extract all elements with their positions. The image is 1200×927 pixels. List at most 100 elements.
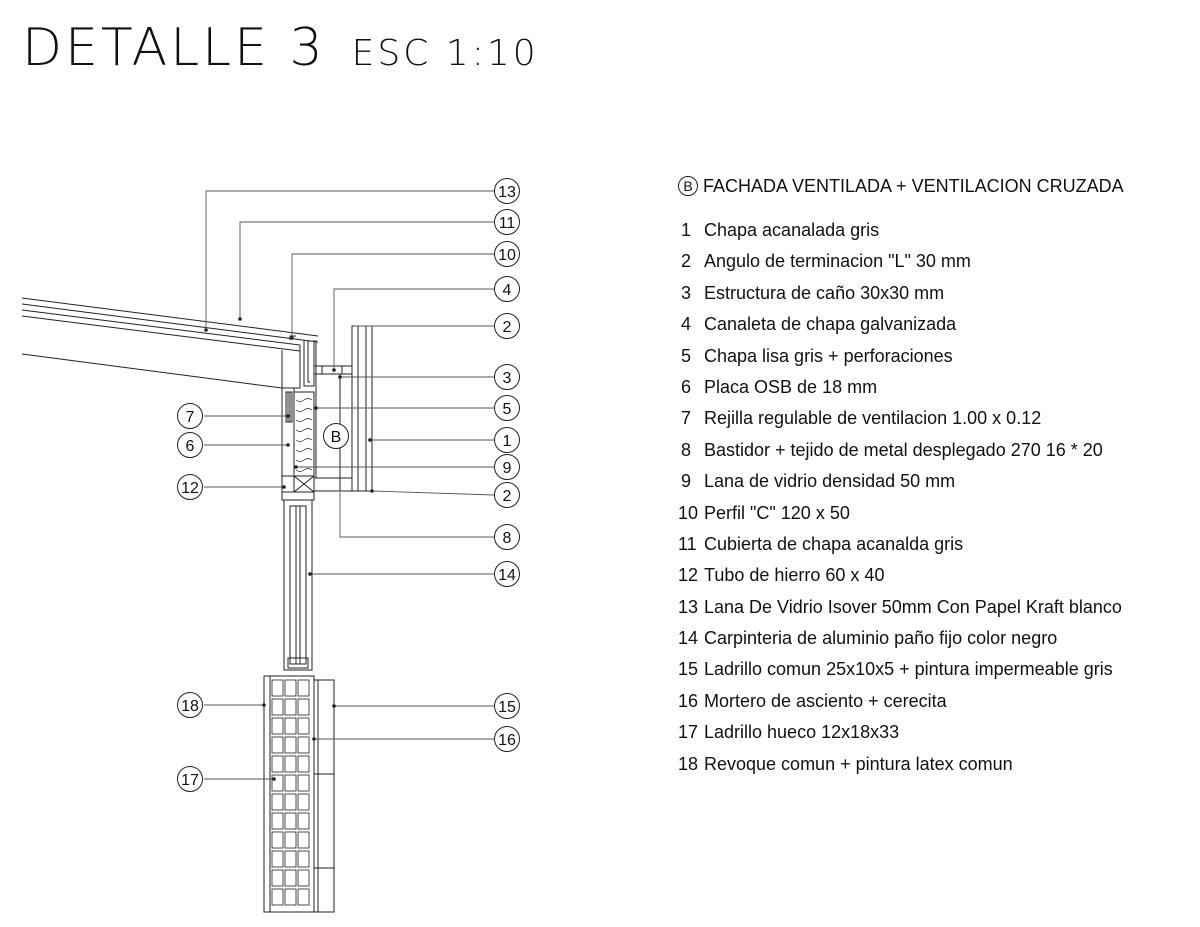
brick-cell	[284, 793, 297, 811]
brick-cell	[271, 888, 284, 906]
brick-cell	[271, 698, 284, 716]
facade-cladding	[314, 325, 373, 492]
legend-item-text: Rejilla regulable de ventilacion 1.00 x …	[704, 408, 1042, 429]
brick-cell	[297, 679, 310, 697]
callout-13: 13	[494, 178, 520, 204]
svg-text:18: 18	[181, 698, 199, 715]
brick-cell	[271, 755, 284, 773]
brick-cell	[297, 831, 310, 849]
legend-item-number: 1	[681, 220, 692, 240]
brick-cell	[297, 736, 310, 754]
legend-item: 4 Canaleta de chapa galvanizada	[678, 312, 1193, 343]
callout-14: 14	[494, 561, 520, 587]
svg-text:12: 12	[181, 480, 199, 497]
svg-text:7: 7	[186, 409, 195, 426]
svg-text:16: 16	[498, 732, 516, 749]
svg-text:10: 10	[498, 247, 516, 264]
callout-7: 7	[177, 403, 203, 429]
svg-text:1: 1	[503, 433, 512, 450]
svg-text:2: 2	[503, 319, 512, 336]
svg-text:5: 5	[503, 401, 512, 418]
svg-text:14: 14	[498, 567, 516, 584]
brick-cell	[297, 850, 310, 868]
legend-item-text: Revoque comun + pintura latex comun	[704, 753, 1013, 774]
leader-dots	[204, 317, 374, 781]
legend-item: 1 Chapa acanalada gris	[678, 218, 1193, 249]
leader-lines	[204, 190, 495, 780]
legend-item-text: Bastidor + tejido de metal desplegado 27…	[704, 439, 1103, 460]
legend-item-text: Perfil "C" 120 x 50	[704, 502, 850, 523]
legend-item-number: 17	[678, 722, 699, 743]
legend-item-number: 14	[678, 628, 699, 649]
callout-5: 5	[494, 395, 520, 421]
brick-cell	[297, 888, 310, 906]
hollow-brick-cells	[271, 679, 310, 906]
legend-heading-text: FACHADA VENTILADA + VENTILACION CRUZADA	[703, 175, 1124, 196]
legend-item-number: 4	[681, 314, 692, 335]
svg-text:13: 13	[498, 184, 516, 201]
svg-text:B: B	[331, 429, 342, 446]
brick-cell	[284, 679, 297, 697]
legend-item-text: Ladrillo comun 25x10x5 + pintura imperme…	[704, 659, 1113, 680]
title-main: DETALLE 3	[22, 18, 326, 78]
brick-cell	[297, 793, 310, 811]
callout-6: 6	[177, 432, 203, 458]
legend-item-text: Chapa acanalada gris	[704, 220, 880, 240]
callout-bubbles: 13 11 10 4 2 3 5 1 9 2 8 14 15 16 7 6 12…	[177, 178, 520, 792]
glass-wool-hatch	[295, 398, 313, 472]
callout-9: 9	[494, 454, 520, 480]
brick-cell	[297, 717, 310, 735]
brick-cell	[284, 717, 297, 735]
brick-cell	[297, 698, 310, 716]
brick-cell	[284, 812, 297, 830]
legend-item-text: Angulo de terminacion "L" 30 mm	[704, 251, 971, 272]
brick-cell	[271, 831, 284, 849]
brick-cell	[271, 717, 284, 735]
legend-item-text: Tubo de hierro 60 x 40	[704, 565, 885, 586]
section-b-marker: B	[678, 176, 698, 196]
brick-cell	[284, 736, 297, 754]
svg-text:4: 4	[503, 282, 512, 299]
callout-18: 18	[177, 692, 203, 718]
legend-item-text: Lana de vidrio densidad 50 mm	[704, 471, 956, 492]
brick-cell	[297, 774, 310, 792]
svg-text:9: 9	[503, 460, 512, 477]
legend-item: 7 Rejilla regulable de ventilacion 1.00 x…	[678, 406, 1193, 437]
brick-cell	[284, 888, 297, 906]
legend-panel: B FACHADA VENTILADA + VENTILACION CRUZAD…	[678, 172, 1193, 783]
callout-2-top: 2	[494, 313, 520, 339]
callout-3: 3	[494, 364, 520, 390]
brick-cell	[271, 774, 284, 792]
legend-item-number: 2	[681, 251, 692, 272]
roof-section	[21, 297, 319, 389]
svg-text:8: 8	[503, 530, 512, 547]
brick-cell	[284, 831, 297, 849]
legend-item-number: 9	[681, 471, 692, 492]
brick-cell	[297, 755, 310, 773]
legend-item-number: 6	[681, 376, 692, 397]
legend-item-text: Cubierta de chapa acanalda gris	[704, 533, 964, 554]
legend-item-number: 7	[681, 408, 692, 429]
brick-cell	[297, 869, 310, 887]
legend-item-number: 3	[681, 282, 692, 303]
legend-item-text: Canaleta de chapa galvanizada	[704, 314, 957, 335]
callout-4: 4	[494, 276, 520, 302]
callout-10: 10	[494, 241, 520, 267]
legend-item-number: 12	[678, 565, 699, 586]
callout-11: 11	[494, 209, 520, 235]
legend-item-number: 13	[678, 596, 699, 617]
legend-item-text: Mortero de asciento + cerecita	[704, 690, 947, 711]
brick-cell	[284, 869, 297, 887]
svg-text:2: 2	[503, 488, 512, 505]
callout-16: 16	[494, 726, 520, 752]
